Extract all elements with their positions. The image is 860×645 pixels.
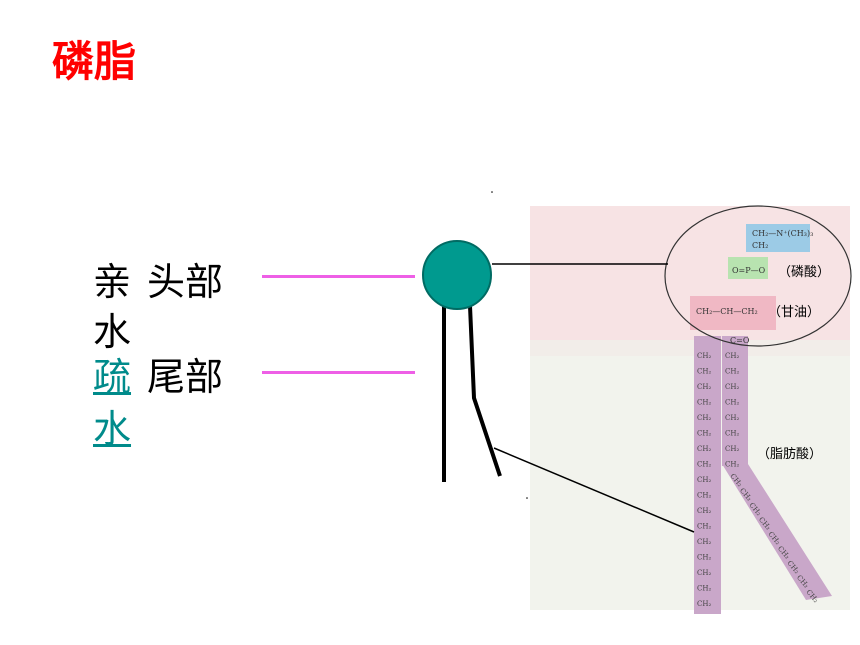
- chain-unit-label: CH₂: [725, 414, 739, 422]
- glycerol-label: （甘油）: [768, 305, 820, 320]
- chain-unit-label: CH₂: [725, 461, 739, 469]
- head-label: 头部: [147, 260, 224, 304]
- tail-label: 尾部: [147, 355, 224, 399]
- chain-unit-label: CH₂: [697, 414, 711, 422]
- fatty-acid-label: （脂肪酸）: [757, 446, 822, 462]
- chain-unit-label: CH₂: [697, 368, 711, 376]
- hydrophilic-label-2: 水: [93, 310, 132, 354]
- tail-connector-line: [493, 447, 695, 533]
- chain-unit-label: CH₂: [725, 368, 739, 376]
- ester-formula: C=O: [730, 336, 750, 345]
- chain-unit-label: CH₂: [697, 352, 711, 360]
- chain-unit-label: CH₂: [697, 430, 711, 438]
- chain-unit-label: CH₂: [697, 476, 711, 484]
- choline-band: [746, 224, 810, 252]
- chain-unit-label: CH₂: [725, 430, 739, 438]
- tail-pointer-line: [262, 371, 415, 374]
- head-group-ellipse: [664, 205, 852, 347]
- chain-unit-label: CH₂: [725, 383, 739, 391]
- schematic-head-circle: [422, 240, 492, 310]
- glycerol-formula: CH₂—CH—CH₂: [696, 307, 758, 316]
- chain-unit-label: CH₂: [725, 399, 739, 407]
- glycerol-band: [690, 296, 776, 330]
- chain-unit-label: CH₂: [697, 383, 711, 391]
- hydrophilic-label-1: 亲: [93, 260, 132, 304]
- stray-mark-2: [526, 497, 528, 499]
- schematic-tail-right: [468, 305, 502, 477]
- choline-formula: CH₂—N⁺(CH₃)₃: [752, 229, 813, 238]
- fatty-acid-chain-2-upper: [722, 336, 748, 466]
- fatty-acid-chain-1: [694, 336, 721, 614]
- chain-unit-label: CH₂: [725, 352, 739, 360]
- fatty-acid-chain-2-kinked: [722, 464, 832, 600]
- phosphate-band: [728, 257, 768, 279]
- chain-unit-label: CH₂: [697, 445, 711, 453]
- chain-unit-label: CH₂: [697, 538, 711, 546]
- chain-unit-label: CH₂: [725, 445, 739, 453]
- chain-unit-label: CH₂: [697, 399, 711, 407]
- head-pointer-line: [262, 275, 415, 278]
- chain-unit-label: CH₂: [697, 554, 711, 562]
- chain-unit-label: CH₂: [697, 585, 711, 593]
- phosphate-formula: O=P—O: [732, 266, 766, 275]
- page-title: 磷脂: [52, 37, 137, 86]
- hydrophobic-link-2[interactable]: 水: [93, 407, 132, 451]
- chain-unit-label: CH₂: [697, 461, 711, 469]
- chain-unit-label: CH₂: [697, 507, 711, 515]
- chain-unit-label: CH₂: [697, 600, 711, 608]
- chain-unit-label: CH₂: [697, 492, 711, 500]
- stray-mark: [491, 191, 493, 193]
- chain-unit-label: CH₂: [697, 523, 711, 531]
- hydrophobic-link-1[interactable]: 疏: [93, 355, 132, 399]
- ch2-formula: CH₂: [752, 241, 768, 250]
- phosphate-label: （磷酸）: [778, 265, 830, 280]
- chain-unit-label: CH₂: [697, 569, 711, 577]
